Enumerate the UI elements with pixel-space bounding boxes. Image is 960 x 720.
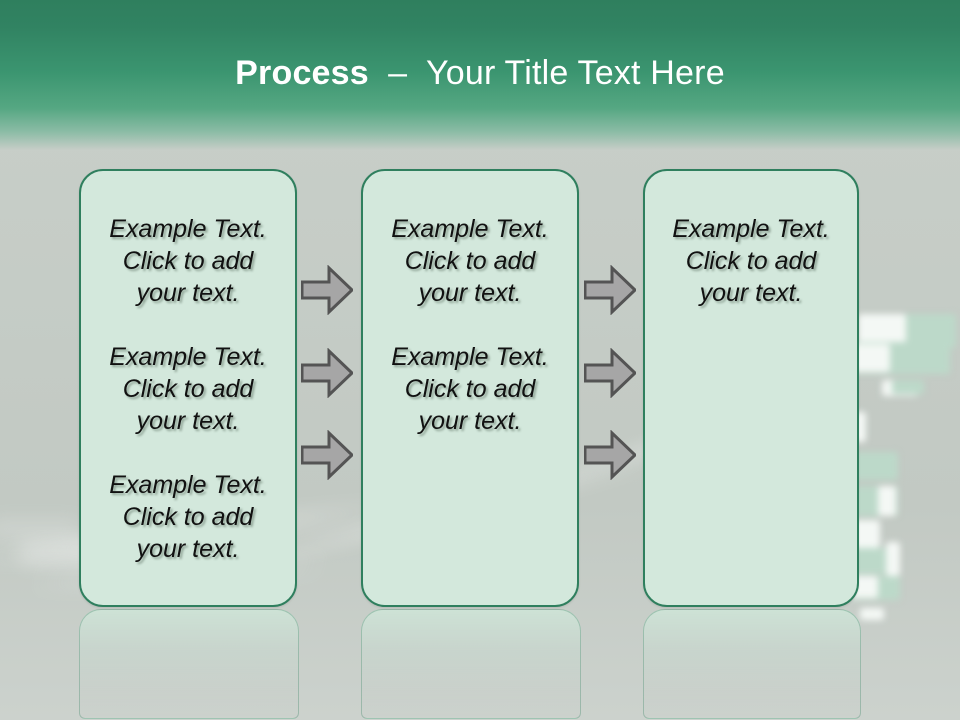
page-title-rest: – Your Title Text Here — [368, 54, 725, 92]
process-box-3[interactable]: Example Text. Click to add your text. — [643, 169, 859, 607]
process-text-block[interactable]: Example Text. Click to add your text. — [672, 215, 830, 307]
box-reflection — [361, 609, 581, 719]
process-box-2[interactable]: Example Text. Click to add your text. Ex… — [361, 169, 579, 607]
process-box-2-content: Example Text. Click to add your text. Ex… — [377, 213, 563, 437]
page-title: Process – Your Title Text Here — [0, 52, 960, 94]
process-box-1-content: Example Text. Click to add your text. Ex… — [95, 213, 281, 565]
process-text-block[interactable]: Example Text. Click to add your text. — [109, 343, 267, 435]
arrow-right-icon[interactable] — [584, 265, 636, 315]
arrow-right-icon[interactable] — [584, 348, 636, 398]
arrow-right-icon[interactable] — [301, 265, 353, 315]
process-text-block[interactable]: Example Text. Click to add your text. — [109, 215, 267, 307]
process-text-block[interactable]: Example Text. Click to add your text. — [391, 343, 549, 435]
arrow-right-icon[interactable] — [301, 430, 353, 480]
title-banner: Process – Your Title Text Here — [0, 0, 960, 150]
page-title-bold: Process — [235, 54, 369, 92]
box-reflection — [643, 609, 861, 719]
process-box-3-content: Example Text. Click to add your text. — [659, 213, 843, 309]
process-box-1[interactable]: Example Text. Click to add your text. Ex… — [79, 169, 297, 607]
process-text-block[interactable]: Example Text. Click to add your text. — [391, 215, 549, 307]
process-text-block[interactable]: Example Text. Click to add your text. — [109, 471, 267, 563]
box-reflection — [79, 609, 299, 719]
arrow-right-icon[interactable] — [301, 348, 353, 398]
arrow-right-icon[interactable] — [584, 430, 636, 480]
